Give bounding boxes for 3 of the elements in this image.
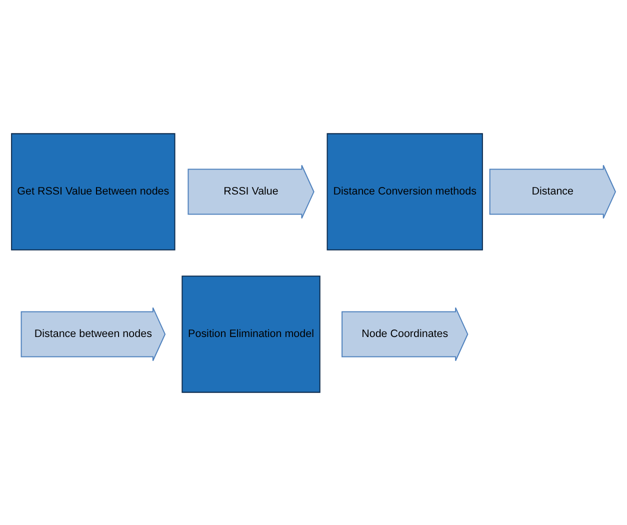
node-box: Position Elimination model [182,275,320,392]
node-box: Distance Conversion methods [326,132,483,250]
node-box: Get RSSI Value Between nodes [11,132,176,250]
